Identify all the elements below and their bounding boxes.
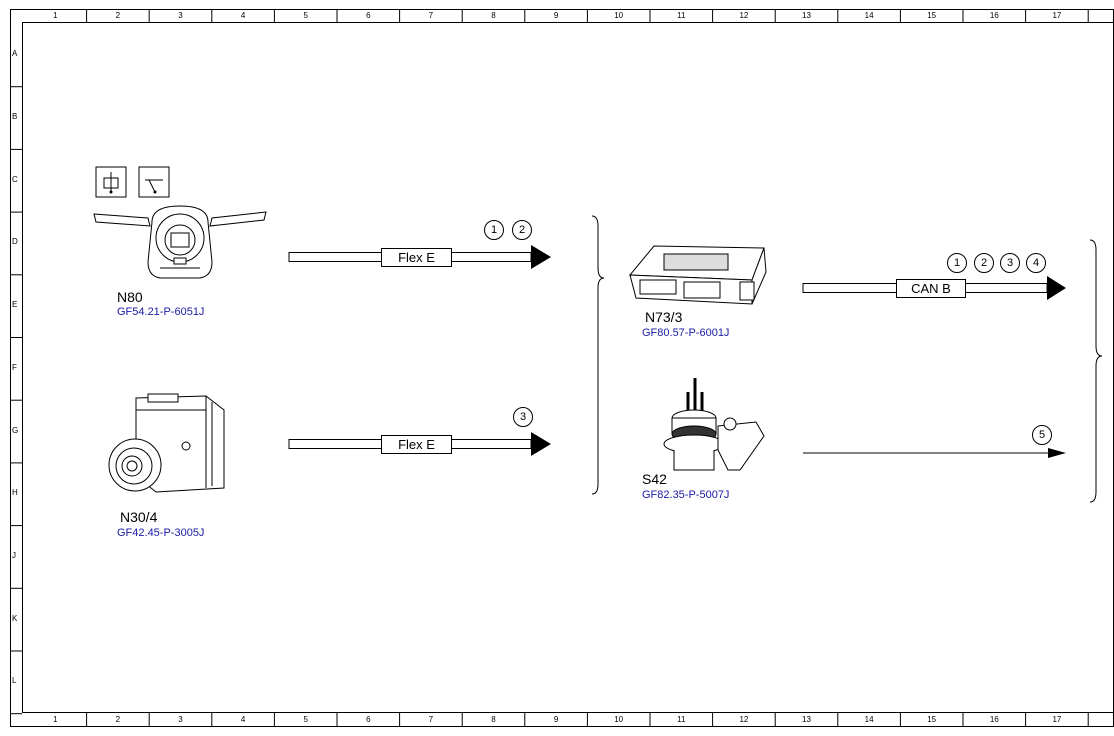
control-module-icon — [628, 245, 767, 305]
component-ref-s42[interactable]: GF82.35-P-5007J — [642, 489, 730, 501]
component-label-n80: N80 — [117, 289, 143, 305]
grid-column-label-bottom: 5 — [303, 715, 308, 724]
grid-row-label: H — [12, 488, 18, 498]
grid-row-label: A — [12, 49, 18, 59]
grid-column-label-top: 2 — [115, 11, 121, 20]
marker-3: 3 — [513, 407, 533, 427]
grid-column-label-bottom: 16 — [989, 715, 999, 724]
grid-column-label-top: 5 — [303, 11, 308, 20]
esp-control-unit-icon — [108, 393, 225, 493]
grid-column-label-bottom: 3 — [178, 715, 183, 724]
grid-column-label-top: 9 — [553, 11, 559, 20]
grid-column-label-bottom: 1 — [53, 715, 58, 724]
component-label-n30-4: N30/4 — [120, 509, 158, 525]
marker-5: 5 — [1032, 425, 1052, 445]
grid-row-label: D — [12, 237, 18, 247]
component-ref-n30-4[interactable]: GF42.45-P-3005J — [117, 527, 205, 539]
grid-row-label: F — [12, 362, 17, 372]
bus-label-flex-e-2: Flex E — [381, 435, 452, 454]
grid-row-label: L — [12, 676, 17, 686]
grid-column-label-bottom: 6 — [366, 715, 371, 724]
grid-column-label-bottom: 10 — [614, 715, 624, 724]
grid-column-label-top: 1 — [53, 11, 58, 20]
grid-column-label-top: 15 — [927, 11, 937, 20]
component-ref-n73-3[interactable]: GF80.57-P-6001J — [642, 327, 730, 339]
switch-icon — [663, 378, 765, 471]
grid-column-label-top: 14 — [864, 11, 874, 20]
grid-row-label: G — [12, 425, 19, 435]
grid-column-label-top: 11 — [677, 11, 686, 20]
steering-column-module-icon — [93, 166, 267, 279]
marker-3: 3 — [1000, 253, 1020, 273]
component-ref-n80[interactable]: GF54.21-P-6051J — [117, 306, 205, 318]
grid-column-label-top: 3 — [178, 11, 183, 20]
bus-label-flex-e-1: Flex E — [381, 248, 452, 267]
grid-row-label: J — [12, 550, 16, 560]
marker-1: 1 — [484, 220, 504, 240]
grid-column-label-bottom: 7 — [428, 715, 434, 724]
grid-column-label-top: 8 — [491, 11, 496, 20]
component-label-s42: S42 — [642, 471, 667, 487]
marker-2: 2 — [974, 253, 994, 273]
marker-1: 1 — [947, 253, 967, 273]
grid-column-label-bottom: 14 — [864, 715, 874, 724]
grid-column-label-top: 12 — [739, 11, 749, 20]
component-label-n73-3: N73/3 — [645, 309, 683, 325]
signal-line-5 — [803, 448, 1066, 458]
grid-column-label-top: 6 — [366, 11, 371, 20]
grid-column-label-bottom: 8 — [491, 715, 496, 724]
grid-column-label-bottom: 4 — [240, 715, 246, 724]
marker-4: 4 — [1026, 253, 1046, 273]
marker-2: 2 — [512, 220, 532, 240]
grid-row-label: B — [12, 112, 18, 122]
group-brace-right — [1089, 239, 1103, 503]
grid-column-label-bottom: 9 — [553, 715, 559, 724]
grid-row-label: E — [12, 300, 18, 310]
grid-column-label-bottom: 13 — [802, 715, 811, 724]
grid-column-label-top: 10 — [614, 11, 624, 20]
grid-column-label-bottom: 12 — [739, 715, 749, 724]
grid-column-label-bottom: 2 — [115, 715, 121, 724]
grid-row-label: K — [12, 613, 18, 623]
grid-row-label: C — [12, 174, 18, 184]
grid-column-label-top: 17 — [1052, 11, 1062, 20]
grid-column-label-top: 16 — [989, 11, 999, 20]
group-brace-left — [591, 215, 605, 495]
bus-label-can-b: CAN B — [896, 279, 966, 298]
grid-column-label-bottom: 17 — [1052, 715, 1062, 724]
grid-column-label-top: 7 — [428, 11, 434, 20]
grid-column-label-top: 4 — [240, 11, 246, 20]
grid-column-label-bottom: 15 — [927, 715, 937, 724]
grid-column-label-top: 13 — [802, 11, 811, 20]
grid-column-label-bottom: 11 — [677, 715, 686, 724]
